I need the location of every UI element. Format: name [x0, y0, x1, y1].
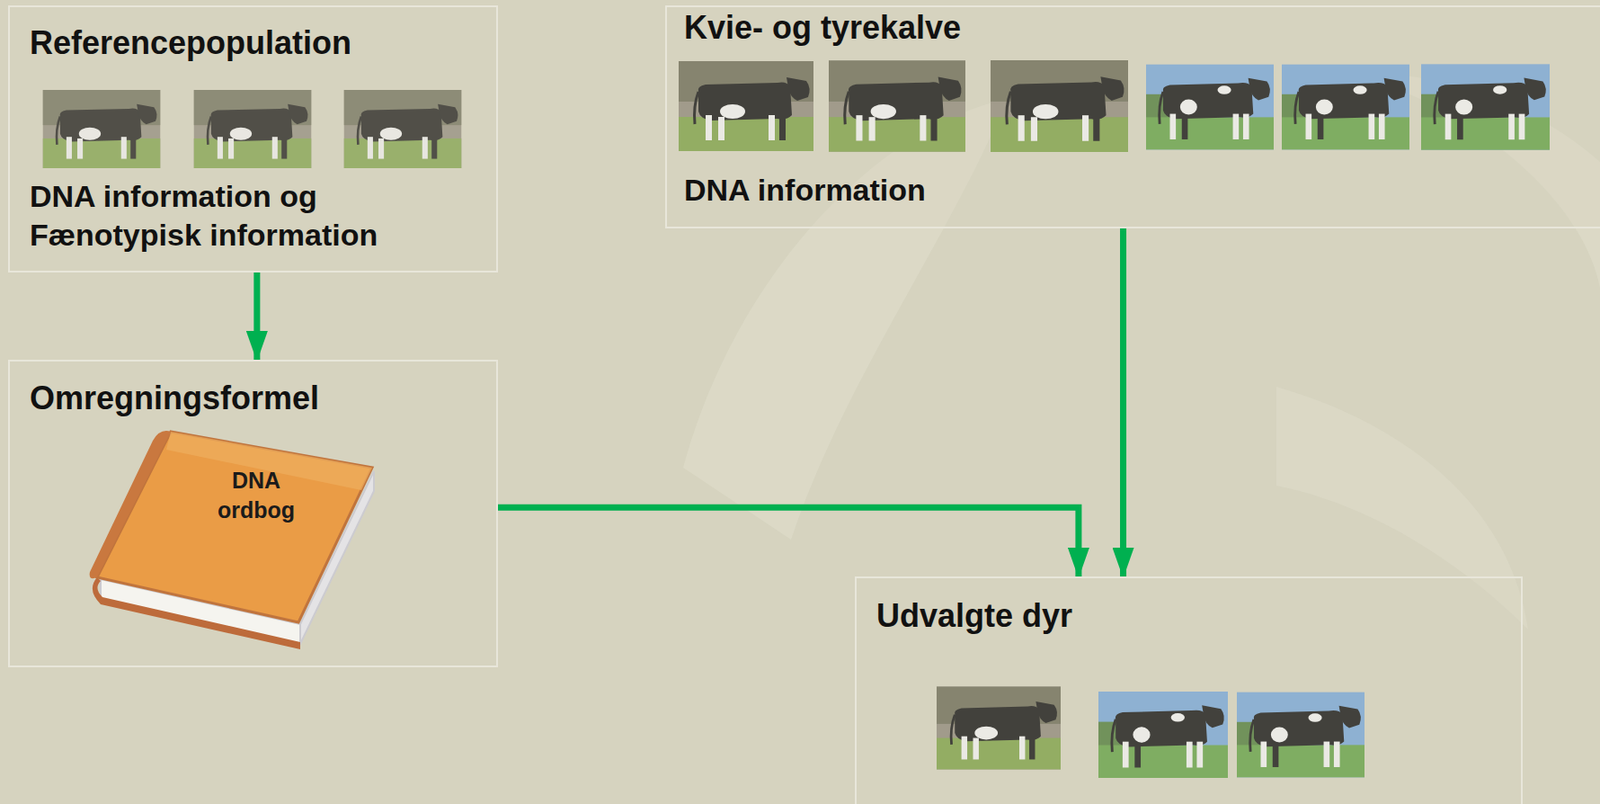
box-title: Referencepopulation [29, 24, 480, 62]
box-text: DNA information [684, 172, 1224, 208]
box-text: DNA ordbog [202, 465, 311, 525]
flow-arrow [253, 272, 260, 360]
process-box: OmregningsformelDNA ordbog [8, 359, 498, 667]
flow-arrow [1120, 228, 1127, 577]
box-title: Udvalgte dyr [876, 596, 1416, 634]
box-title: Kvie- og tyrekalve [684, 8, 1224, 46]
box-text: DNA information og Fænotypisk informatio… [29, 177, 435, 254]
process-box: Udvalgte dyr [854, 576, 1523, 804]
process-box: ReferencepopulationDNA information og Fæ… [8, 5, 498, 273]
box-title: Omregningsformel [29, 379, 480, 417]
process-box: Kvie- og tyrekalveDNA information [665, 5, 1600, 229]
flow-arrow [497, 506, 1079, 577]
